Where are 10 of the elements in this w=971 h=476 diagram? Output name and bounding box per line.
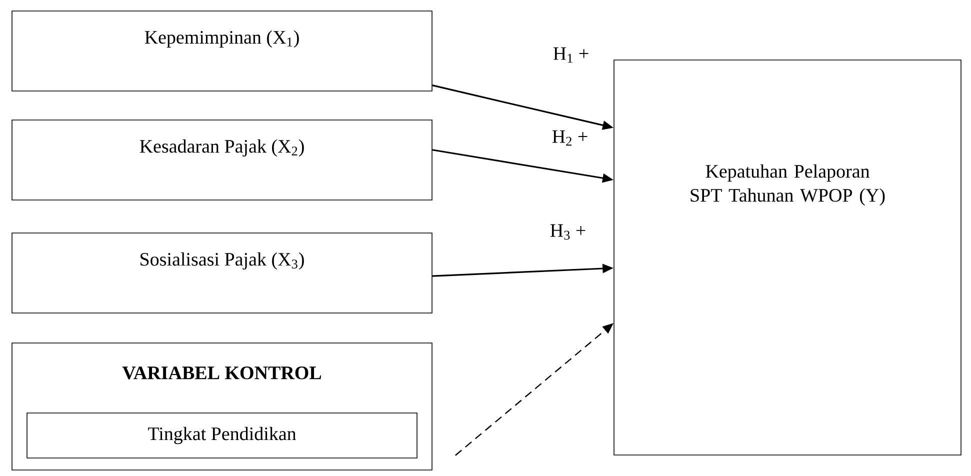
group-heading: VARIABEL KONTROL xyxy=(122,366,322,380)
group-box xyxy=(12,342,432,470)
variable-box: Tingkat Pendidikan xyxy=(26,412,418,458)
variable-box: Sosialisasi Pajak (X$_{3}$) xyxy=(12,232,432,314)
edge-label: H$_{1}$ + xyxy=(552,46,590,64)
outcome-box: Kepatuhan Pelaporan SPT Tahunan WPOP (Y) xyxy=(614,60,962,456)
variable-box: Kesadaran Pajak (X$_{2}$) xyxy=(12,120,432,200)
variable-box: Kepemimpinan (X$_{1}$) xyxy=(12,10,432,92)
edge-label: H$_{2}$ + xyxy=(550,129,590,147)
edge-label: H$_{3}$ + xyxy=(548,223,588,241)
